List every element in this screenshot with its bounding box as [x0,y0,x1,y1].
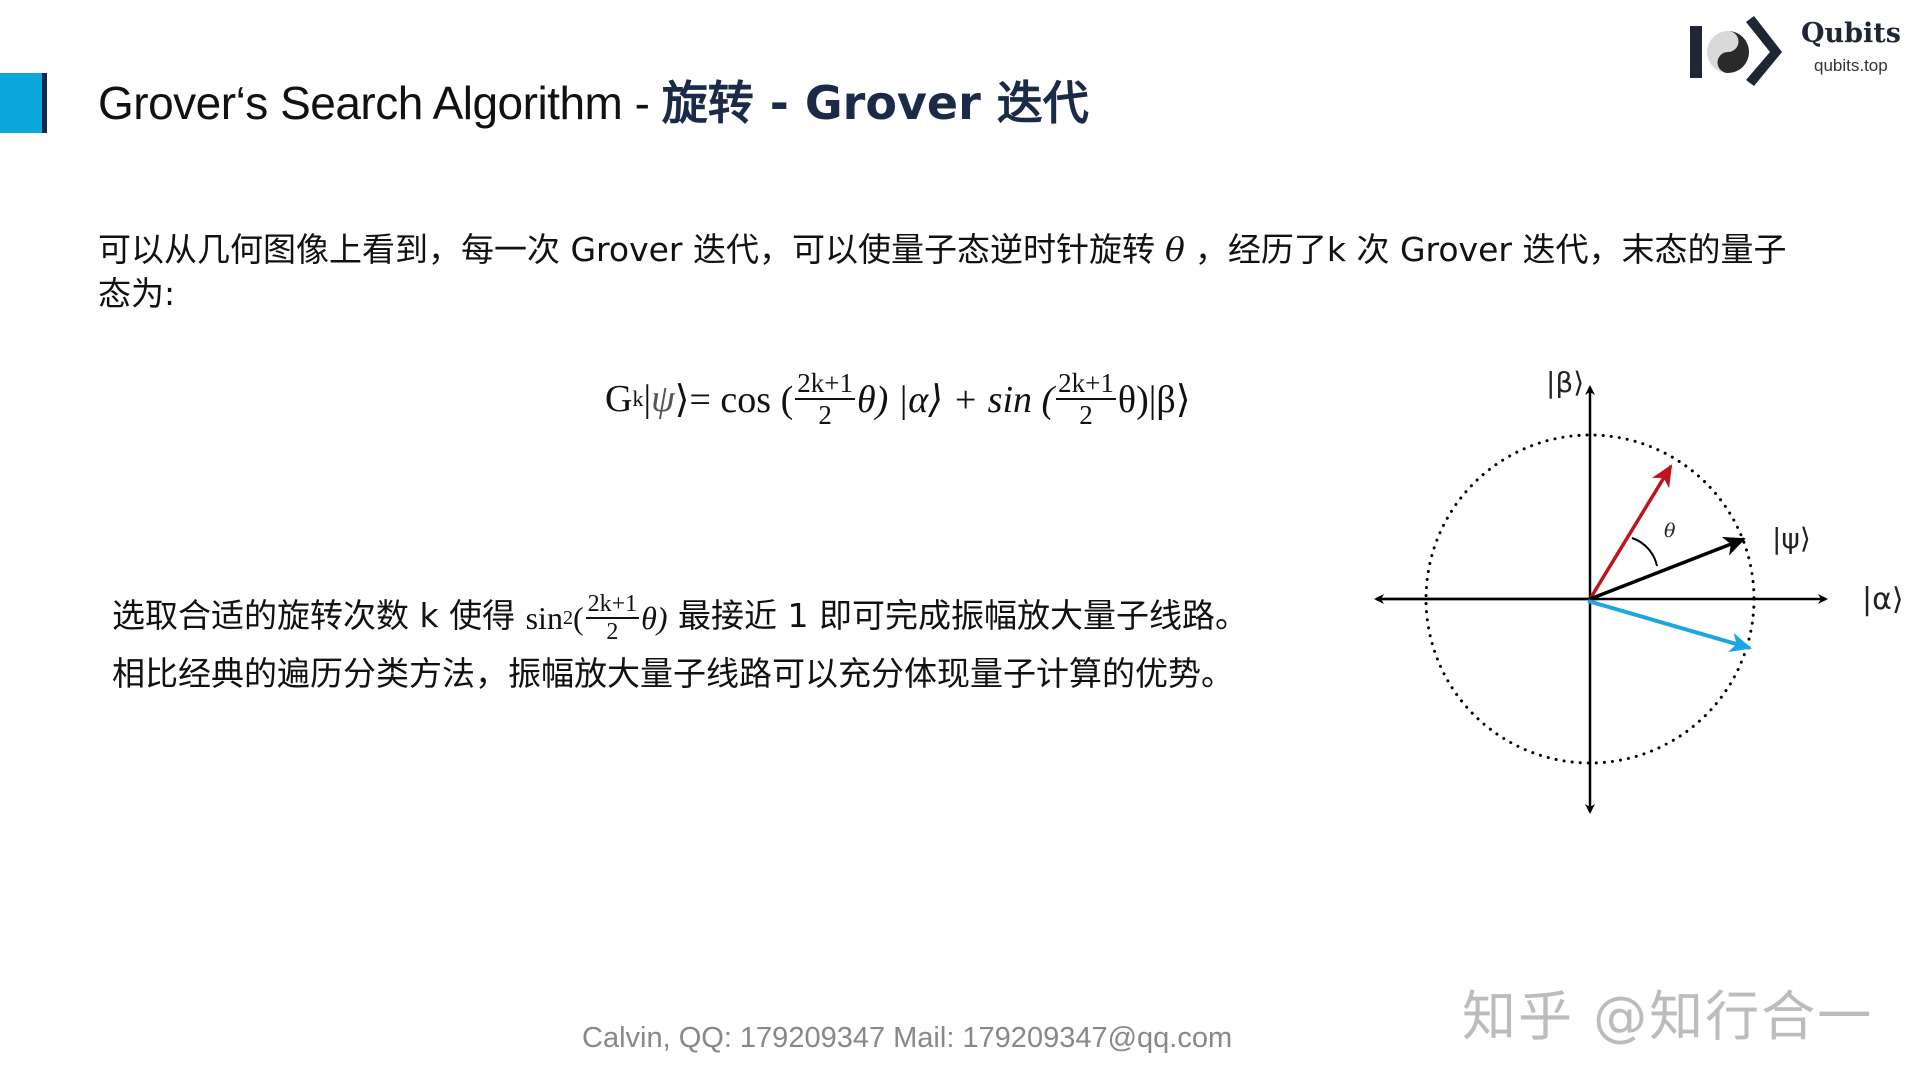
frac-numerator: 2k+1 [585,590,640,619]
eq-end: θ)|β⟩ [1117,378,1191,421]
logo-name: Qubits [1801,18,1901,49]
frac-denominator: 2 [1079,400,1093,430]
title-accent-stripe [42,73,47,133]
theta-angle-arc [1631,537,1658,567]
title-accent-bar [0,73,42,133]
theta-symbol: θ [1164,230,1185,269]
math-paren-open: ( [572,599,584,636]
logo-url: qubits.top [1814,56,1888,75]
yin-yang-chevron-logo-icon [1690,16,1782,86]
psi-state-vector [1589,536,1746,601]
intro-text-start: 可以从几何图像上看到，每一次 Grover 迭代，可以使量子态逆时针旋转 [98,230,1155,269]
eq-middle: θ) |α⟩ + sin ( [856,378,1055,421]
rotated-state-vector [1588,464,1673,600]
conclusion-line-2: 相比经典的遍历分类方法，振幅放大量子线路可以充分体现量子计算的优势。 [112,653,1234,693]
author-contact-footer: Calvin, QQ: 179209347 Mail: 179209347@qq… [582,1022,1233,1054]
beta-axis-label: |β⟩ [1546,366,1585,399]
zhihu-watermark: 知乎 @知行合一 [1462,985,1874,1048]
title-prefix: Grover‘s Search Algorithm - [98,77,662,129]
eq-cos: ⟩= cos ( [674,378,794,421]
psi-vector-label: |ψ⟩ [1772,522,1811,555]
slide-title: Grover‘s Search Algorithm - 旋转 - Grover … [98,74,1089,132]
theta-angle-label: θ [1664,520,1676,542]
frac-denominator: 2 [818,400,832,430]
unit-circle [1424,433,1756,765]
title-highlight: 旋转 - Grover 迭代 [661,76,1089,130]
math-sin: sin [525,599,563,636]
line1-text-end: 最接近 1 即可完成振幅放大量子线路。 [678,596,1248,635]
frac-denominator: 2 [606,618,619,645]
eq-ket-open: | [643,378,652,420]
reflected-state-vector [1587,599,1752,653]
math-theta-close: θ) [641,599,668,636]
eq-G: G [605,378,633,420]
alpha-axis-label: |α⟩ [1862,582,1904,617]
frac-numerator: 2k+1 [795,368,855,400]
eq-psi: ψ [651,378,675,420]
intro-text-end: ，经历了k 次 Grover 迭代，末态的量子态为: [98,230,1787,313]
line1-text-start: 选取合适的旋转次数 k 使得 [112,596,526,635]
frac-numerator: 2k+1 [1056,368,1116,400]
eq-exponent: k [632,386,644,411]
math-exponent: 2 [562,606,573,629]
